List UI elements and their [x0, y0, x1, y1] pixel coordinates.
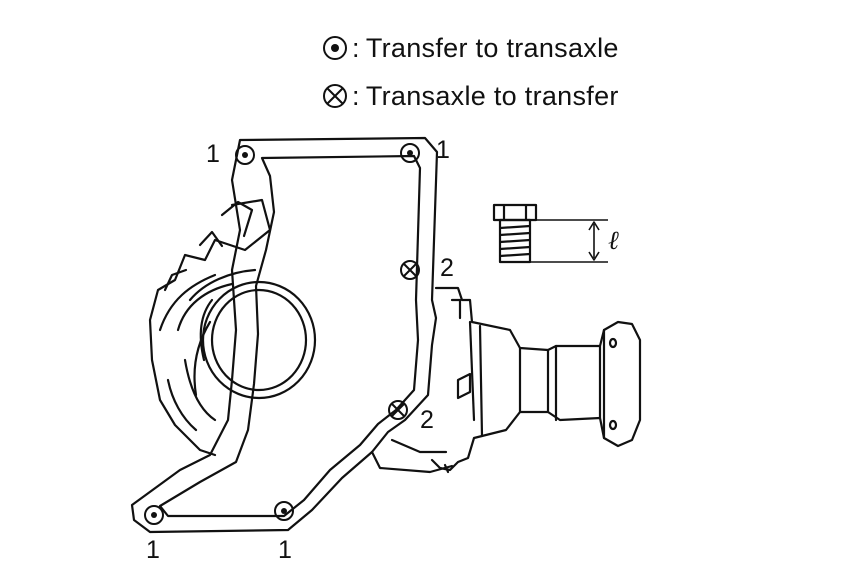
bolt-detail	[492, 203, 608, 264]
legend-label-cross: Transaxle to transfer	[365, 80, 619, 111]
legend-label-dot: Transfer to transaxle	[365, 32, 619, 63]
adaptor-plate	[130, 136, 439, 534]
legend-separator: :	[352, 32, 360, 63]
callout-bottom-left: 1	[146, 536, 160, 564]
callout-right-upper: 2	[440, 254, 454, 282]
dot-circle-icon	[323, 36, 347, 60]
dot-markers	[151, 150, 413, 518]
cross-markers	[391, 263, 417, 417]
legend-item-cross: : Transaxle to transfer	[320, 76, 619, 116]
callout-top-right: 1	[436, 136, 450, 164]
transfer-case	[370, 286, 642, 474]
cross-circle-icon	[323, 84, 347, 108]
callout-bottom-middle: 1	[278, 536, 292, 564]
legend-item-dot: : Transfer to transaxle	[320, 28, 619, 68]
transaxle-housing	[148, 198, 272, 457]
callout-top-left: 1	[206, 140, 220, 168]
bolt-length-label: ℓ	[608, 226, 619, 256]
legend-separator: :	[352, 80, 360, 111]
callout-right-lower: 2	[420, 406, 434, 434]
bolt-holes	[144, 143, 420, 525]
